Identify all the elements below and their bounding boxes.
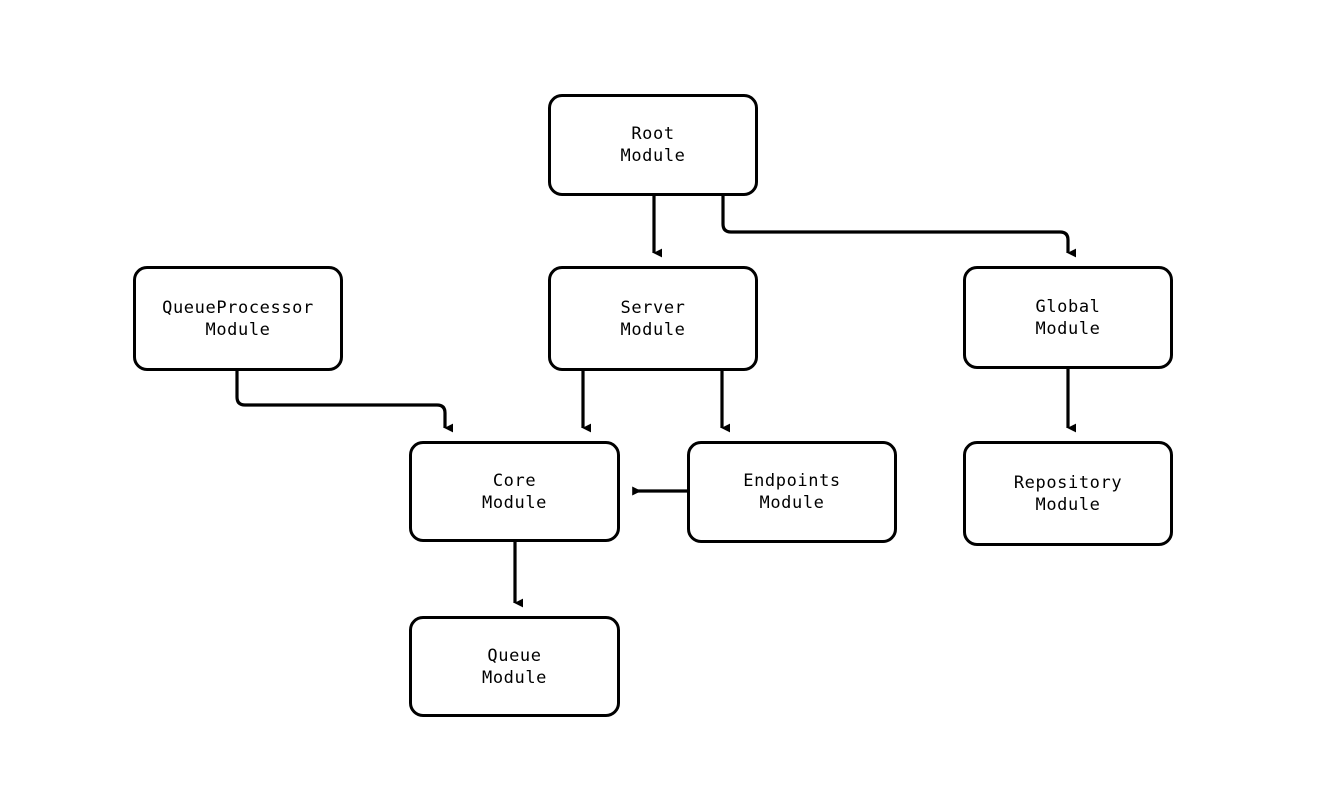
node-server-module-suffix: Module: [620, 319, 686, 340]
node-queueprocessor-module[interactable]: QueueProcessor Module: [133, 266, 343, 371]
node-endpoints-module-suffix: Module: [759, 493, 825, 513]
edge-root-to-global: [721, 196, 1077, 258]
edge-queueprocessor-to-core: [235, 371, 454, 433]
node-repository-module-name: Repository: [1013, 472, 1123, 493]
node-core-module[interactable]: Core Module: [409, 441, 620, 542]
node-server-module-name: Server: [620, 297, 686, 318]
node-core-module-name: Core: [492, 470, 537, 491]
node-queue-module-name: Queue: [487, 645, 542, 666]
node-core-module-suffix: Module: [481, 492, 547, 513]
node-endpoints-module[interactable]: Endpoints Module: [687, 441, 897, 543]
node-global-module[interactable]: Global Module: [963, 266, 1173, 369]
node-server-module[interactable]: Server Module: [548, 266, 758, 371]
node-root-module-suffix: Module: [620, 146, 686, 166]
node-repository-module-suffix: Module: [1035, 494, 1101, 515]
node-global-module-suffix: Module: [1035, 318, 1101, 339]
node-queueprocessor-module-name: QueueProcessor: [162, 297, 314, 318]
node-global-module-name: Global: [1035, 296, 1101, 317]
node-endpoints-module-name: Endpoints: [743, 471, 841, 491]
node-queueprocessor-module-suffix: Module: [205, 319, 271, 340]
node-root-module-name: Root: [631, 124, 675, 144]
node-root-module[interactable]: Root Module: [548, 94, 758, 196]
node-queue-module[interactable]: Queue Module: [409, 616, 620, 717]
node-repository-module[interactable]: Repository Module: [963, 441, 1173, 546]
node-queue-module-suffix: Module: [481, 667, 547, 688]
